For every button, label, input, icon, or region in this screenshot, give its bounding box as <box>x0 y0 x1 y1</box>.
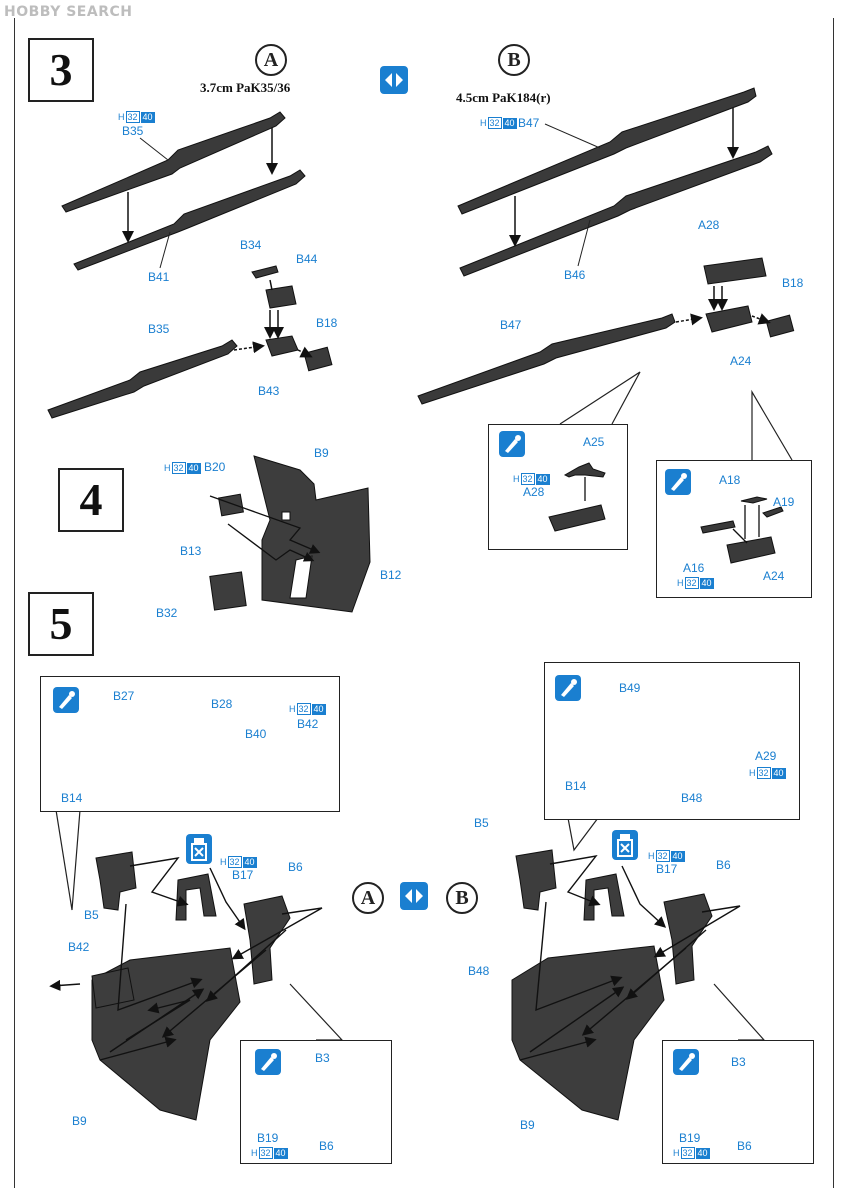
part-label: B47 <box>518 116 540 130</box>
no-cement-icon <box>612 830 638 860</box>
part-label: B18 <box>782 276 804 290</box>
gun-a-title: 3.7cm PaK35/36 <box>200 80 291 95</box>
part-label: A24 <box>763 569 785 583</box>
breech-a24 <box>703 257 795 338</box>
part-label: A16 <box>683 561 705 575</box>
part-label: B9 <box>520 1118 535 1132</box>
paint-brush-icon <box>53 687 79 713</box>
part-label: A24 <box>730 354 752 368</box>
part-label: B19 <box>679 1131 701 1145</box>
paint-brush-icon <box>499 431 525 457</box>
part-label: B42 <box>297 717 319 731</box>
part-label: B13 <box>180 544 202 558</box>
part-label: B46 <box>564 268 586 282</box>
part-label: B32 <box>156 606 178 620</box>
barrel-b46 <box>459 145 773 277</box>
variant-b-marker: B <box>446 882 478 914</box>
part-label: B14 <box>61 791 83 805</box>
part-label: A28 <box>523 485 545 499</box>
part-label: B48 <box>681 791 703 805</box>
part-label: A29 <box>755 749 777 763</box>
part-label: B9 <box>314 446 329 460</box>
barrel-b41 <box>73 169 306 271</box>
variant-a-marker: A <box>352 882 384 914</box>
part-label: B18 <box>316 316 338 330</box>
part-label: A19 <box>773 495 795 509</box>
part-label: B12 <box>380 568 402 582</box>
alternative-choice-icon <box>400 882 428 910</box>
variant-b-marker: B <box>498 44 530 76</box>
part-label: B6 <box>737 1139 752 1153</box>
part-a28-detail <box>548 462 606 532</box>
barrel-b35-top <box>61 111 286 213</box>
part-label: B44 <box>296 252 318 266</box>
part-label: B17 <box>232 868 254 882</box>
part-label: B20 <box>204 460 226 474</box>
step-number-5: 5 <box>28 592 94 656</box>
part-label: A18 <box>719 473 741 487</box>
barrel-b47-top <box>457 87 757 215</box>
part-label: B48 <box>468 964 490 978</box>
part-label: A25 <box>583 435 605 449</box>
part-label: A28 <box>698 218 720 232</box>
alternative-choice-icon <box>380 66 408 94</box>
paint-brush-icon <box>255 1049 281 1075</box>
barrel-b47-bottom <box>417 313 676 405</box>
part-label: B28 <box>211 697 233 711</box>
part-label: B14 <box>565 779 587 793</box>
part-label: B3 <box>315 1051 330 1065</box>
step-number-3: 3 <box>28 38 94 102</box>
part-label: B27 <box>113 689 135 703</box>
part-label: B40 <box>245 727 267 741</box>
part-label: B5 <box>474 816 489 830</box>
part-label: B3 <box>731 1055 746 1069</box>
part-label: B19 <box>257 1131 279 1145</box>
page-frame <box>14 18 834 1188</box>
part-label: B34 <box>240 238 262 252</box>
part-label: B43 <box>258 384 280 398</box>
part-label: B35 <box>122 124 144 138</box>
paint-brush-icon <box>673 1049 699 1075</box>
part-label: B5 <box>84 908 99 922</box>
part-label: B49 <box>619 681 641 695</box>
variant-a-marker: A <box>255 44 287 76</box>
paint-brush-icon <box>555 675 581 701</box>
part-label: B9 <box>72 1114 87 1128</box>
watermark: HOBBY SEARCH <box>4 4 133 20</box>
part-a24-detail <box>700 496 784 564</box>
part-label: B6 <box>288 860 303 874</box>
part-label: B41 <box>148 270 170 284</box>
part-label: B6 <box>319 1139 334 1153</box>
barrel-b35-bottom <box>47 339 238 419</box>
gun-b-title: 4.5cm PaK184(r) <box>456 90 551 105</box>
part-label: B35 <box>148 322 170 336</box>
part-label: B6 <box>716 858 731 872</box>
part-label: B47 <box>500 318 522 332</box>
breech-b43 <box>251 265 333 372</box>
paint-brush-icon <box>665 469 691 495</box>
no-cement-icon <box>186 834 212 864</box>
part-label: B17 <box>656 862 678 876</box>
step-number-4: 4 <box>58 468 124 532</box>
part-label: B42 <box>68 940 90 954</box>
shield-b12 <box>209 455 371 613</box>
